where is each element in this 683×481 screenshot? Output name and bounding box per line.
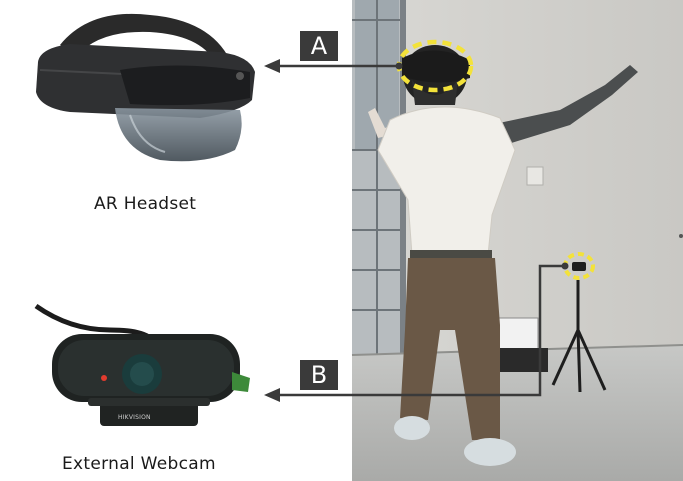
callout-a: A bbox=[300, 31, 338, 61]
callout-b: B bbox=[300, 360, 338, 390]
headset-caption: AR Headset bbox=[94, 194, 197, 214]
arrow-a bbox=[264, 59, 403, 73]
webcam-brand-label: HIKVISION bbox=[118, 414, 151, 421]
ar-headset-photo bbox=[36, 13, 255, 162]
webcam-caption: External Webcam bbox=[62, 454, 216, 474]
callout-a-label: A bbox=[310, 32, 328, 60]
person-photo bbox=[351, 0, 683, 481]
webcam-photo bbox=[34, 303, 250, 426]
arrow-b bbox=[264, 262, 569, 402]
callout-b-label: B bbox=[310, 361, 328, 389]
